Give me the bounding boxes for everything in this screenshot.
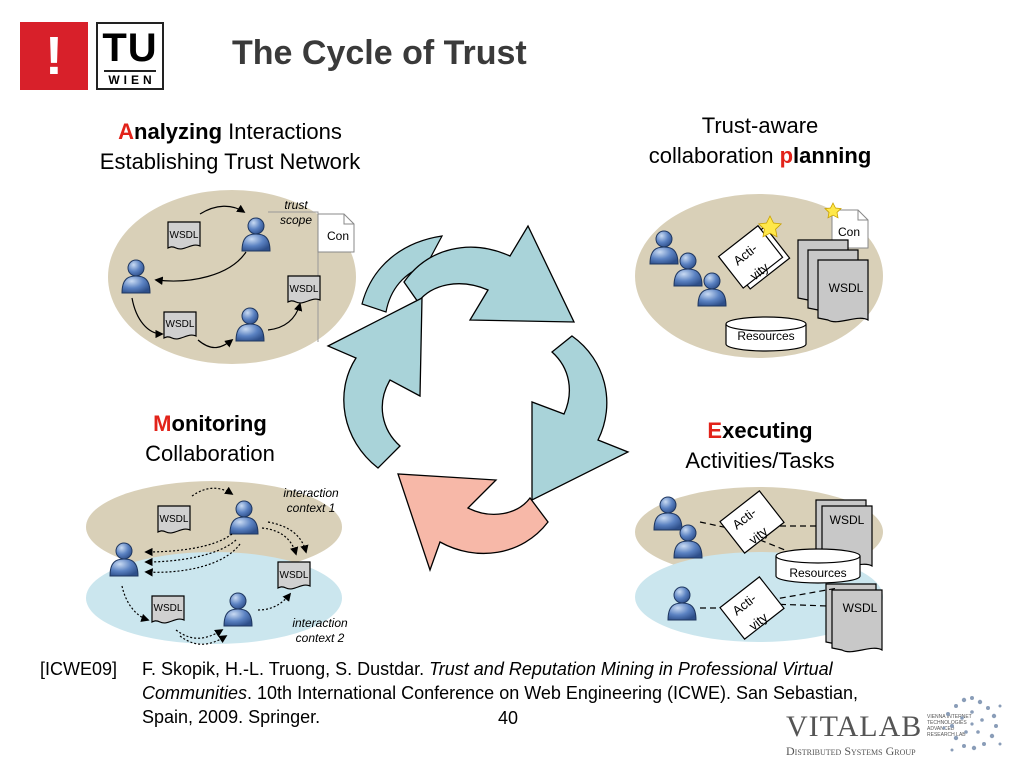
ctx1-label-1: interaction xyxy=(283,486,339,500)
wsdl-stack-exec-2 xyxy=(825,583,883,653)
cycle-arrow-to-monitoring xyxy=(397,473,549,572)
cycle-arrow-top xyxy=(361,235,444,313)
wsdl-label-a2: WSDL xyxy=(290,284,319,295)
heading-planning-bold: lanning xyxy=(793,143,872,168)
reference-text: F. Skopik, H.-L. Truong, S. Dustdar. Tru… xyxy=(142,657,962,729)
heading-planning-initial: p xyxy=(779,143,794,168)
heading-analyzing-initial: A xyxy=(118,119,135,144)
wsdl-label-m2: WSDL xyxy=(280,570,309,581)
monitoring-dotted-arrows xyxy=(121,486,309,645)
heading-analyzing: Analyzing Interactions Establishing Trus… xyxy=(60,117,400,177)
resources-label-e: Resources xyxy=(789,566,846,580)
heading-monitoring: Monitoring Collaboration xyxy=(110,409,310,469)
heading-analyzing-bold: nalyzing xyxy=(134,119,223,144)
resources-database-planning xyxy=(725,316,807,352)
activity-card-planning xyxy=(717,224,791,290)
wsdl-label-a1: WSDL xyxy=(170,230,199,241)
heading-executing: Executing Activities/Tasks xyxy=(650,416,870,476)
heading-analyzing-rest: Interactions xyxy=(222,119,342,144)
reference-year: Spain, 2009. Springer. xyxy=(142,707,321,727)
wsdl-label-m1: WSDL xyxy=(160,514,189,525)
cycle-arrow-to-executing xyxy=(531,335,630,502)
vitalab-logo-small: VIENNA INTERNET TECHNOLOGIES ADVANCED RE… xyxy=(927,714,972,738)
ctx2-label-2: context 2 xyxy=(296,631,345,645)
heading-planning-line1: Trust-aware xyxy=(701,113,819,138)
vitalab-logo-main: VITALAB xyxy=(786,710,923,743)
vitalab-small-4: RESEARCH LAB xyxy=(927,732,966,738)
star-icon xyxy=(757,215,783,238)
wsdl-label-p: WSDL xyxy=(829,281,864,295)
heading-executing-initial: E xyxy=(707,418,723,443)
vitalab-group: Distributed Systems Group xyxy=(786,744,916,758)
activity-card-exec-1 xyxy=(719,490,785,554)
ctx2-label-1: interaction xyxy=(292,616,348,630)
reference-title-1: Trust and Reputation Mining in Professio… xyxy=(429,659,833,679)
vitalab-small-2: TECHNOLOGIES xyxy=(927,720,967,726)
heading-monitoring-line2: Collaboration xyxy=(145,441,275,466)
tu-logo-text: TU xyxy=(102,26,158,70)
star-icon xyxy=(824,202,842,219)
heading-monitoring-bold: onitoring xyxy=(171,411,267,436)
cycle-arrow-to-analyzing xyxy=(326,296,423,469)
heading-monitoring-initial: M xyxy=(153,411,172,436)
cycle-arrow-to-planning xyxy=(403,224,576,323)
page-number: 40 xyxy=(498,708,519,728)
heading-executing-bold: xecuting xyxy=(722,418,813,443)
activity-card-exec-2 xyxy=(719,576,785,640)
analyzing-arrows xyxy=(131,204,303,349)
con-label-1: Con xyxy=(327,229,349,243)
resources-database-exec xyxy=(775,548,861,584)
wsdl-label-m3: WSDL xyxy=(154,603,183,614)
vitalab-small-1: VIENNA INTERNET xyxy=(927,714,972,720)
trust-scope-label-2: scope xyxy=(280,213,312,227)
vitalab-small-3: ADVANCED xyxy=(927,726,955,732)
ctx1-label-2: context 1 xyxy=(287,501,336,515)
resources-label-p: Resources xyxy=(737,329,794,343)
reference-tag: [ICWE09] xyxy=(40,659,118,679)
heading-planning: Trust-aware collaboration planning xyxy=(610,111,910,171)
con-label-2: Con xyxy=(838,225,860,239)
slide-title: The Cycle of Trust xyxy=(232,34,527,72)
wsdl-label-e2: WSDL xyxy=(843,601,878,615)
wsdl-label-a3: WSDL xyxy=(166,319,195,330)
reference-authors: F. Skopik, H.-L. Truong, S. Dustdar. xyxy=(142,659,430,679)
reference-venue: . 10th International Conference on Web E… xyxy=(247,683,859,703)
trust-scope-label-1: trust xyxy=(284,198,308,212)
institute-logo: ! xyxy=(20,22,88,90)
heading-analyzing-line2: Establishing Trust Network xyxy=(99,149,361,174)
wsdl-label-e1: WSDL xyxy=(830,513,865,527)
heading-planning-line2: collaboration xyxy=(648,143,780,168)
tu-wien-logo: TU WIEN xyxy=(96,22,164,90)
dots-logo-icon xyxy=(942,696,1002,752)
heading-executing-line2: Activities/Tasks xyxy=(685,448,835,473)
reference-title-2: Communities xyxy=(142,683,248,703)
wien-logo-text: WIEN xyxy=(104,70,156,88)
